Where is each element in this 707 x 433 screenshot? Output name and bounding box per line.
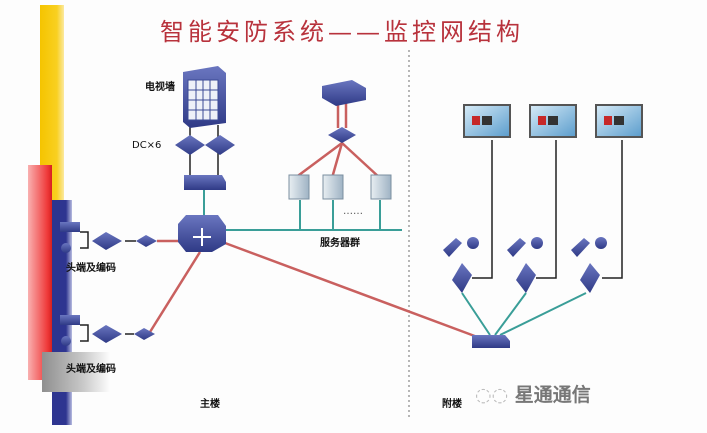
tv-wall-label: 电视墙 bbox=[145, 82, 175, 93]
storage-unit-icon bbox=[322, 80, 366, 106]
camera-bottom-cable bbox=[80, 324, 89, 342]
encoder-top-label: 头端及编码 bbox=[66, 263, 116, 274]
main-building-label: 主楼 bbox=[200, 399, 220, 410]
annex-camera-icon bbox=[443, 237, 607, 257]
watermark: ◌◌ 星通通信 bbox=[475, 380, 591, 407]
link-core-to-annex-switch bbox=[224, 241, 481, 340]
watermark-text: 星通通信 bbox=[514, 384, 591, 406]
signal-links bbox=[80, 125, 623, 342]
tv-switch-icon bbox=[184, 175, 226, 190]
lan-links bbox=[203, 190, 587, 336]
link-annex-2 bbox=[494, 292, 527, 336]
camera-icon bbox=[60, 222, 80, 346]
link-server-switch-1 bbox=[294, 141, 343, 180]
diagram-title: 智能安防系统——监控网结构 bbox=[160, 18, 524, 46]
server-icon bbox=[288, 174, 392, 200]
monitor-cable-2 bbox=[536, 140, 557, 279]
monitor-cable-3 bbox=[602, 140, 623, 279]
trunk-links bbox=[148, 103, 481, 340]
server-ellipsis: …… bbox=[343, 206, 363, 217]
decoder-icon bbox=[175, 135, 235, 155]
link-annex-3 bbox=[499, 292, 587, 336]
server-switch-icon bbox=[328, 127, 356, 143]
decoder-label: DC×6 bbox=[132, 140, 162, 151]
annex-encoder-icon bbox=[452, 263, 600, 293]
monitor-icon bbox=[463, 104, 643, 138]
camera-top-cable bbox=[80, 231, 89, 249]
decor-bar-gray bbox=[42, 352, 110, 392]
wechat-icon: ◌◌ bbox=[475, 384, 509, 406]
decor-bar-red bbox=[28, 165, 52, 380]
link-server-switch-2 bbox=[330, 142, 344, 179]
monitor-cable-1 bbox=[472, 140, 493, 279]
link-annex-1 bbox=[461, 292, 491, 336]
tv-wall-icon bbox=[183, 66, 226, 128]
link-server-switch-3 bbox=[341, 142, 381, 179]
encoder-bottom-label: 头端及编码 bbox=[66, 364, 116, 375]
annex-building-label: 附楼 bbox=[442, 399, 462, 410]
core-switch-icon bbox=[178, 215, 226, 252]
server-cluster-label: 服务器群 bbox=[320, 238, 360, 249]
annex-switch-icon bbox=[472, 335, 510, 348]
link-core-to-encoder-bottom bbox=[148, 251, 202, 333]
encoder-icon bbox=[92, 232, 157, 343]
